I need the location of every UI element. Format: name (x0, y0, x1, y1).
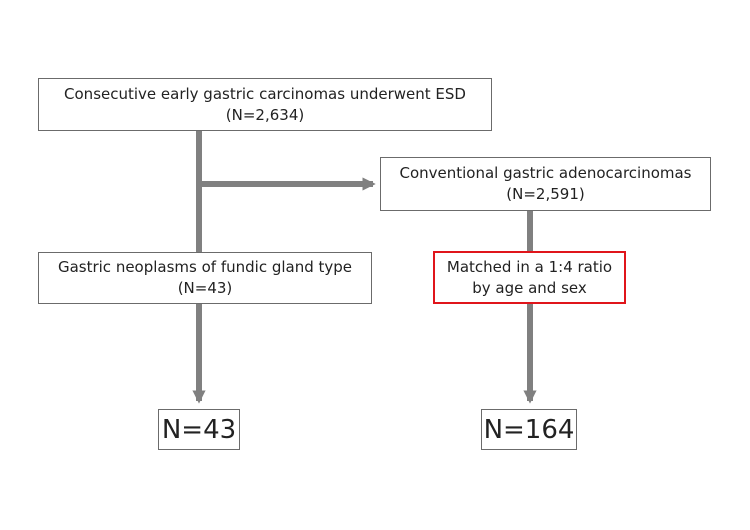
node-total-esd: Consecutive early gastric carcinomas und… (38, 78, 492, 131)
node-conventional-adenocarcinomas: Conventional gastric adenocarcinomas (N=… (380, 157, 711, 211)
node-fundic-title: Gastric neoplasms of fundic gland type (57, 258, 353, 276)
node-fundic-gland-type: Gastric neoplasms of fundic gland type (… (38, 252, 372, 304)
node-total-esd-title: Consecutive early gastric carcinomas und… (64, 84, 466, 103)
node-result-fundic-count: N=43 (161, 414, 237, 445)
node-total-esd-count: (N=2,634) (225, 105, 305, 124)
node-fundic-count: (N=43) (177, 279, 233, 297)
node-conventional-count: (N=2,591) (506, 185, 585, 203)
node-matched-line1: Matched in a 1:4 ratio (446, 257, 613, 276)
node-conventional-title: Conventional gastric adenocarcinomas (399, 164, 692, 182)
node-result-conventional: N=164 (481, 409, 577, 450)
node-result-fundic: N=43 (158, 409, 240, 450)
node-result-conventional-count: N=164 (483, 414, 575, 445)
node-matched-line2: by age and sex (472, 278, 587, 297)
node-matched-ratio: Matched in a 1:4 ratio by age and sex (433, 251, 626, 304)
